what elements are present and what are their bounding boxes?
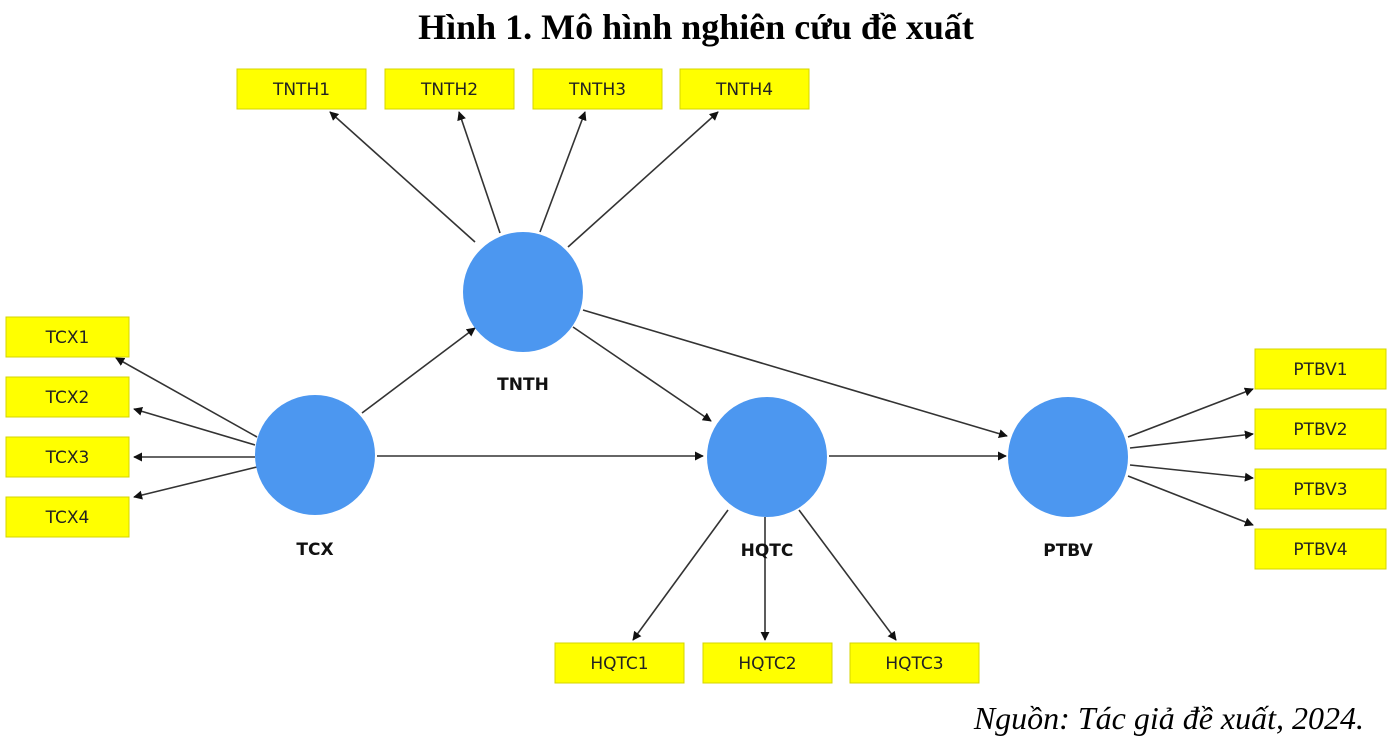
- indicator-tnth1: TNTH1: [236, 68, 367, 110]
- latent-label-tcx: TCX: [296, 540, 333, 560]
- indicator-tnth4: TNTH4: [679, 68, 810, 110]
- indicator-ptbv4: PTBV4: [1254, 528, 1387, 570]
- arrow-ptbv-to-ptbv4: [1127, 475, 1254, 527]
- path-arrows: [115, 111, 1254, 641]
- source-note: Nguồn: Tác giả đề xuất, 2024.: [973, 700, 1364, 736]
- latent-label-ptbv: PTBV: [1043, 541, 1093, 561]
- indicator-tcx3: TCX3: [5, 436, 130, 478]
- indicator-tnth2: TNTH2: [384, 68, 515, 110]
- latent-circle-tnth: [463, 232, 583, 352]
- arrow-tnth-to-tnth2: [457, 111, 501, 234]
- indicator-box-tcx2: [5, 376, 130, 418]
- indicator-box-tcx4: [5, 496, 130, 538]
- latent-tcx: TCX: [255, 395, 375, 560]
- indicator-hqtc1: HQTC1: [554, 642, 685, 684]
- arrow-tnth-to-ptbv: [582, 309, 1008, 439]
- indicator-box-ptbv4: [1254, 528, 1387, 570]
- arrow-tcx-to-tcx2: [133, 406, 256, 446]
- indicator-label-hqtc3: HQTC3: [885, 654, 943, 674]
- indicator-box-ptbv3: [1254, 468, 1387, 510]
- arrow-hqtc-to-hqtc1: [632, 509, 729, 641]
- indicator-hqtc3: HQTC3: [849, 642, 980, 684]
- indicator-label-tnth2: TNTH2: [420, 80, 478, 100]
- indicator-label-ptbv1: PTBV1: [1293, 360, 1347, 380]
- indicator-label-tcx3: TCX3: [45, 448, 90, 468]
- latent-tnth: TNTH: [463, 232, 583, 395]
- indicator-label-tnth1: TNTH1: [272, 80, 330, 100]
- indicator-tcx2: TCX2: [5, 376, 130, 418]
- latent-circle-ptbv: [1008, 397, 1128, 517]
- arrow-tnth-to-hqtc: [572, 326, 712, 422]
- arrow-ptbv-to-ptbv3: [1129, 464, 1254, 482]
- indicator-box-tcx1: [5, 316, 130, 358]
- arrow-hqtc-to-hqtc3: [798, 509, 897, 641]
- indicator-box-ptbv2: [1254, 408, 1387, 450]
- indicator-tnth3: TNTH3: [532, 68, 663, 110]
- indicator-label-tnth3: TNTH3: [568, 80, 626, 100]
- indicator-box-hqtc1: [554, 642, 685, 684]
- arrow-tcx-to-tnth: [361, 327, 476, 414]
- indicator-label-tcx2: TCX2: [45, 388, 90, 408]
- indicator-box-tnth3: [532, 68, 663, 110]
- latent-circle-tcx: [255, 395, 375, 515]
- arrow-tnth-to-tnth4: [567, 111, 719, 248]
- indicator-ptbv2: PTBV2: [1254, 408, 1387, 450]
- arrow-tcx-to-tcx1: [115, 357, 258, 438]
- indicator-label-ptbv2: PTBV2: [1293, 420, 1347, 440]
- indicator-ptbv1: PTBV1: [1254, 348, 1387, 390]
- arrow-tnth-to-tnth1: [329, 111, 476, 243]
- arrow-tcx-to-tcx4: [133, 466, 258, 500]
- indicator-label-hqtc2: HQTC2: [738, 654, 796, 674]
- latent-hqtc: HQTC: [707, 397, 827, 561]
- figure-title: Hình 1. Mô hình nghiên cứu đề xuất: [418, 7, 974, 47]
- arrow-tnth-to-tnth3: [539, 111, 587, 233]
- indicator-label-tnth4: TNTH4: [715, 80, 773, 100]
- indicator-label-ptbv4: PTBV4: [1293, 540, 1347, 560]
- latent-circle-hqtc: [707, 397, 827, 517]
- indicator-hqtc2: HQTC2: [702, 642, 833, 684]
- indicator-ptbv3: PTBV3: [1254, 468, 1387, 510]
- arrow-ptbv-to-ptbv2: [1129, 430, 1254, 449]
- indicator-boxes: TNTH1 TNTH2 TNTH3 TNTH4TCX1TCX2TCX3TCX4HQTC…: [5, 68, 1387, 684]
- indicator-label-tcx1: TCX1: [45, 328, 90, 348]
- indicator-box-hqtc2: [702, 642, 833, 684]
- indicator-box-hqtc3: [849, 642, 980, 684]
- indicator-box-tcx3: [5, 436, 130, 478]
- indicator-label-tcx4: TCX4: [45, 508, 90, 528]
- indicator-box-tnth2: [384, 68, 515, 110]
- indicator-box-tnth1: [236, 68, 367, 110]
- latent-ptbv: PTBV: [1008, 397, 1128, 561]
- indicator-label-ptbv3: PTBV3: [1293, 480, 1347, 500]
- indicator-tcx1: TCX1: [5, 316, 130, 358]
- indicator-box-tnth4: [679, 68, 810, 110]
- indicator-box-ptbv1: [1254, 348, 1387, 390]
- indicator-tcx4: TCX4: [5, 496, 130, 538]
- arrow-ptbv-to-ptbv1: [1127, 387, 1254, 438]
- latent-constructs: TNTH TCX HQTC PTBV: [255, 232, 1128, 561]
- latent-label-tnth: TNTH: [497, 375, 549, 395]
- indicator-label-hqtc1: HQTC1: [590, 654, 648, 674]
- latent-label-hqtc: HQTC: [741, 541, 794, 561]
